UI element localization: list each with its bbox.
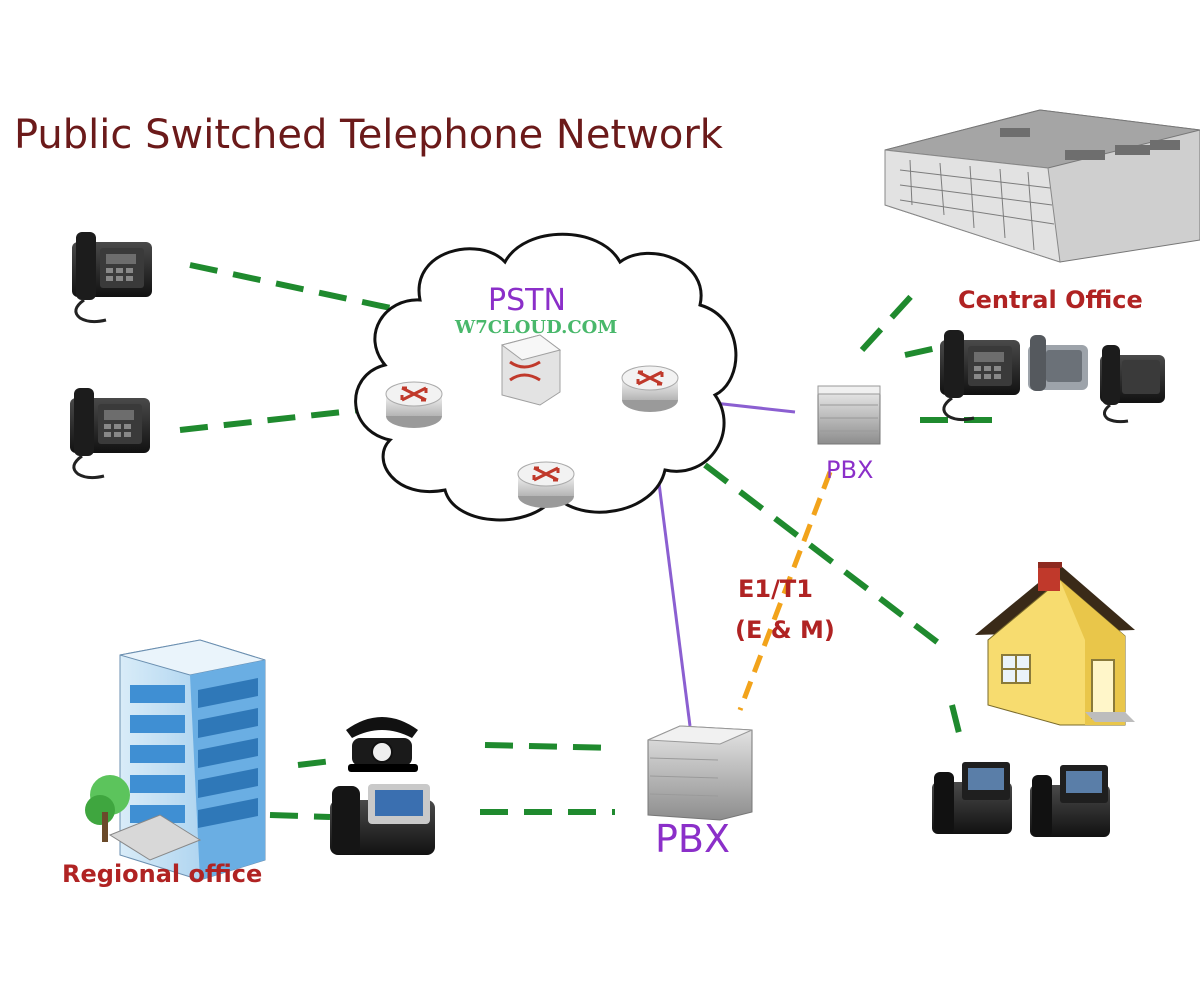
desk-phone-mid-left [68, 386, 152, 480]
desk-phone-top-left [70, 230, 154, 324]
pbx-large-device [647, 725, 753, 821]
pbx-small-device [817, 385, 881, 445]
desk-phone-house-1 [932, 762, 1012, 834]
pstn-label: PSTN [488, 283, 566, 318]
link-pbx-phone-a [484, 742, 616, 751]
link-pbx-central-up [859, 289, 918, 353]
diagram-title: Public Switched Telephone Network [14, 112, 724, 158]
link-bldg-phone-b [269, 812, 331, 820]
house-icon [975, 562, 1135, 726]
desk-phone-central-3 [1100, 345, 1165, 424]
rotary-phone [346, 717, 418, 772]
link-phone2-cloud [179, 407, 361, 433]
link-bldg-phone-a [297, 757, 341, 768]
link-pbx-phones [904, 342, 951, 358]
link-cloud-house [703, 462, 947, 651]
pstn-cloud: PSTN W7CLOUD.COM [354, 232, 738, 522]
desk-phone-house-2 [1030, 765, 1110, 837]
link-phone1-cloud [189, 262, 401, 313]
e1-t1-trunk [737, 471, 833, 711]
trunk-label-e1t1: E1/T1 [738, 575, 813, 603]
router-left [384, 380, 444, 430]
watermark-text: W7CLOUD.COM [454, 317, 617, 338]
link-house-phones [949, 704, 965, 746]
regional-office-label: Regional office [62, 860, 262, 888]
regional-office-building [85, 639, 266, 881]
central-office-label: Central Office [958, 286, 1143, 314]
central-office-building [884, 109, 1200, 263]
router-bottom [516, 460, 576, 510]
desk-phone-central-2 [1028, 335, 1088, 391]
purple-link-cloud-pbx-bottom [653, 451, 692, 727]
pbx-small-label: PBX [826, 456, 873, 484]
pbx-large-label: PBX [655, 817, 730, 861]
desk-phone-central-1 [938, 328, 1022, 422]
router-right [620, 364, 680, 414]
ip-phone-regional [330, 784, 435, 855]
trunk-label-em: (E & M) [735, 616, 835, 644]
switch-icon [500, 334, 562, 406]
connections [179, 262, 1000, 820]
